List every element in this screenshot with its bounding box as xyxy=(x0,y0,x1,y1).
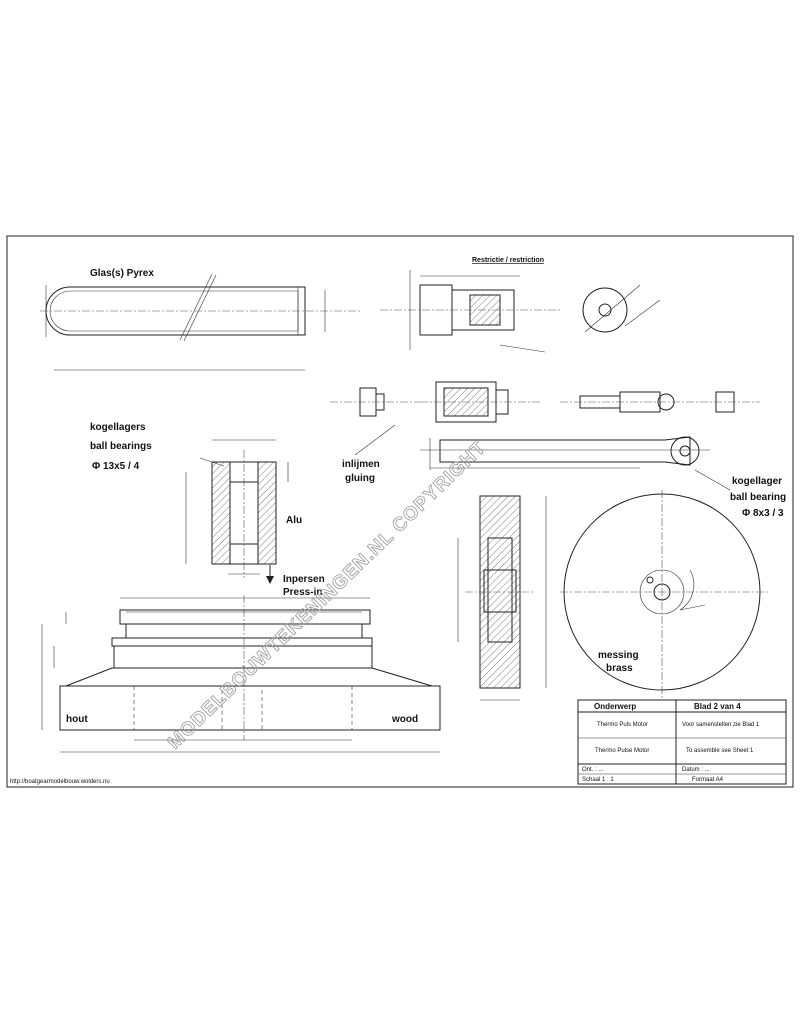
schaal-field: Schaal 1 : 1 xyxy=(582,777,614,783)
subject-nl: Thermo Puls Motor xyxy=(597,722,648,728)
restriction-label: Restrictie / restriction xyxy=(472,257,544,264)
ball-bearings-label: ball bearings xyxy=(90,441,152,452)
source-url[interactable]: http://boatgearmodelbouw.wolders.nu xyxy=(10,779,110,785)
ball-bearing-label: ball bearing xyxy=(730,492,786,503)
hout-label: hout xyxy=(66,714,88,725)
inlijmen-label: inlijmen xyxy=(342,459,380,470)
datum-field: Datum : ... xyxy=(682,767,710,773)
kogellagers-label: kogellagers xyxy=(90,422,146,433)
bearing-housing-view: kogellagers ball bearings Φ 13x5 / 4 Alu… xyxy=(90,422,325,598)
wood-label: wood xyxy=(391,714,418,725)
gluing-label: gluing xyxy=(345,473,375,484)
restriction-assembly-view: Restrictie / restriction xyxy=(380,257,661,353)
wooden-base-view: hout wood xyxy=(41,595,441,753)
sheet-number: Blad 2 van 4 xyxy=(694,702,741,711)
bearing-spec-right-label: Φ 8x3 / 3 xyxy=(742,508,784,519)
formaat-field: Formaat A4 xyxy=(692,777,724,783)
sheet-border xyxy=(6,235,794,788)
flywheel-section-view xyxy=(457,495,547,701)
bearing-spec-label: Φ 13x5 / 4 xyxy=(92,461,140,472)
inpersen-label: Inpersen xyxy=(283,574,325,585)
ont-field: Ont. : ... xyxy=(582,767,604,773)
glass-tube-view: Glas(s) Pyrex xyxy=(40,268,360,371)
onderwerp-label: Onderwerp xyxy=(594,702,636,711)
crank-rod-view xyxy=(420,436,731,491)
note-nl: Voor samenstellen zie Blad 1 xyxy=(682,722,760,728)
small-parts-view: inlijmen gluing xyxy=(330,381,760,484)
subject-en: Thermo Pulse Motor xyxy=(595,748,649,754)
note-en: To assemble see Sheet 1 xyxy=(686,748,754,754)
brass-label: brass xyxy=(606,663,633,674)
kogellager-label: kogellager xyxy=(732,476,782,487)
glass-label: Glas(s) Pyrex xyxy=(90,268,154,279)
title-block: Onderwerp Blad 2 van 4 Thermo Puls Motor… xyxy=(577,699,787,785)
alu-label: Alu xyxy=(286,515,302,526)
messing-label: messing xyxy=(598,650,639,661)
pressin-label: Press-in xyxy=(283,587,322,598)
flywheel-front-view: messing brass kogellager ball bearing Φ … xyxy=(560,476,786,700)
